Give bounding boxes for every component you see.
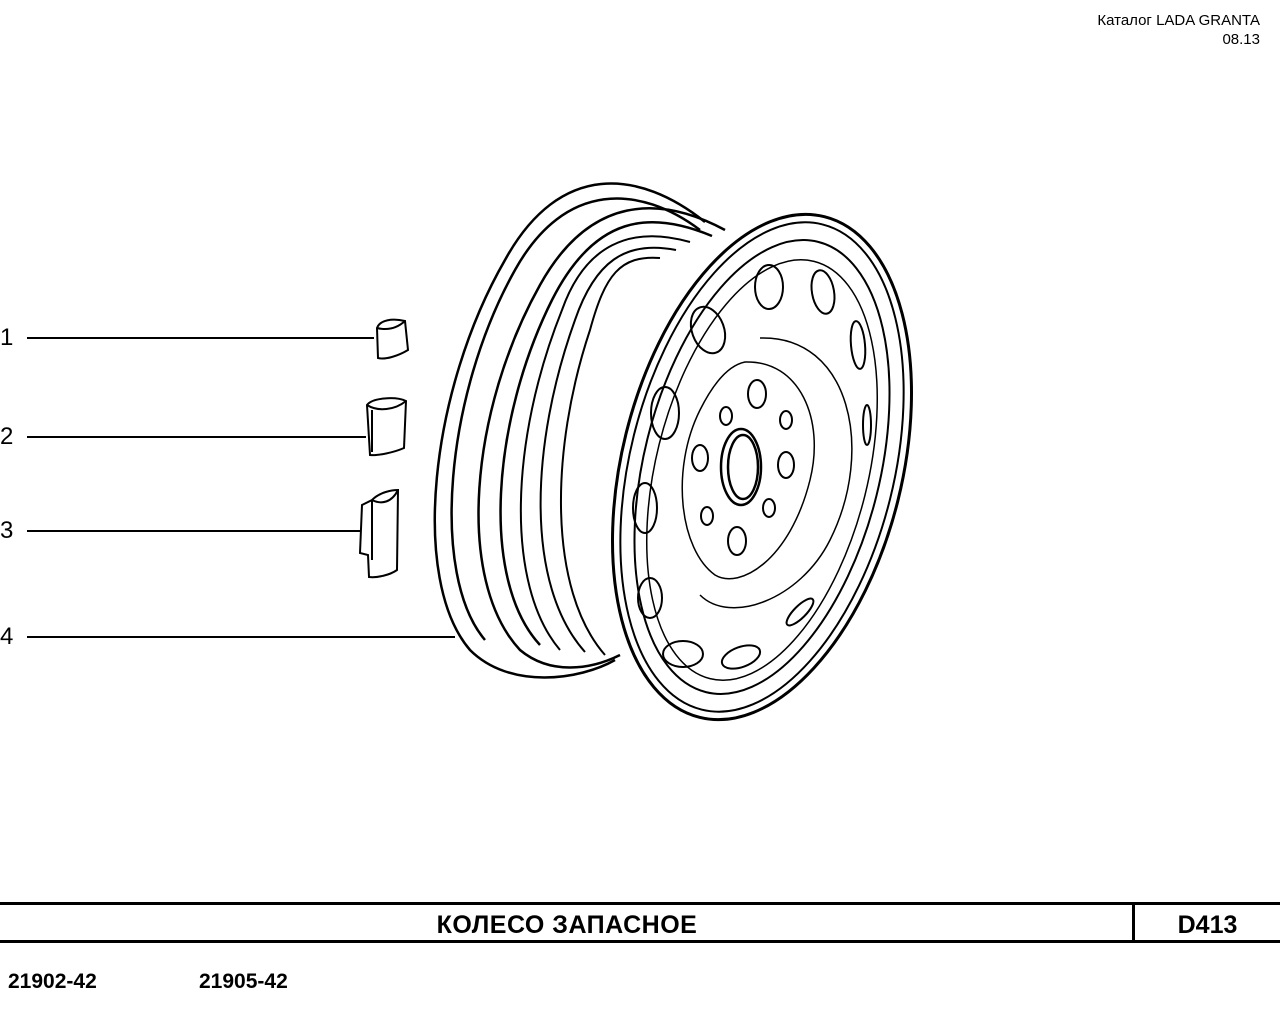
page-code: D413 bbox=[1177, 911, 1238, 939]
wheel-disc bbox=[681, 337, 853, 609]
wheel-rim-back bbox=[433, 182, 726, 679]
catalog-date: 08.13 bbox=[1222, 31, 1260, 48]
model-code-1: 21902-42 bbox=[8, 970, 97, 993]
wheel-rim-front bbox=[611, 212, 913, 722]
callout-4: 4 bbox=[0, 623, 14, 650]
balance-weight-1 bbox=[375, 318, 410, 360]
title-bar: КОЛЕСО ЗАПАСНОЕ D413 bbox=[0, 902, 1280, 943]
wheel-barrel bbox=[519, 235, 691, 656]
wheel-drawing bbox=[27, 182, 913, 722]
catalog-header: Каталог LADA GRANTA 08.13 bbox=[1097, 11, 1260, 49]
callout-3: 3 bbox=[0, 517, 14, 544]
callout-2: 2 bbox=[0, 423, 14, 450]
center-bore bbox=[719, 427, 763, 507]
stud-holes bbox=[691, 379, 795, 556]
callout-1: 1 bbox=[0, 324, 14, 351]
balance-weight-3 bbox=[358, 488, 400, 579]
model-code-2: 21905-42 bbox=[199, 970, 288, 993]
section-title: КОЛЕСО ЗАПАСНОЕ bbox=[436, 911, 698, 939]
catalog-name: Каталог LADA GRANTA bbox=[1097, 12, 1260, 29]
title-divider bbox=[1132, 905, 1135, 940]
ventilation-holes bbox=[632, 264, 872, 670]
balance-weight-2 bbox=[365, 397, 408, 457]
